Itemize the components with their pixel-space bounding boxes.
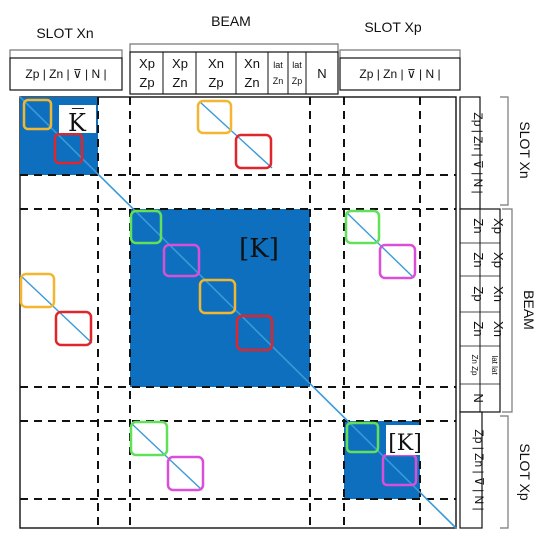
right-beam-row-3-inner: Zp [471, 286, 486, 301]
coupling-diagonal [345, 211, 415, 279]
beam-col-3-top: Xn [208, 56, 224, 71]
beam-col-1-top: Xp [139, 56, 155, 71]
beam-col-6-top: lat [292, 60, 302, 70]
right-header-box-slot-xp [459, 411, 483, 529]
right-beam-row-5-outer: lat lat [490, 355, 499, 375]
right-group-label-beam: BEAM [521, 290, 537, 330]
beam-col-1-bottom: Zp [139, 75, 154, 90]
sub-block-green [345, 421, 380, 454]
right-beam-row-1-inner: Zn [471, 218, 486, 233]
top-header-box-beam [129, 51, 339, 95]
sub-block-magenta [162, 243, 201, 278]
sub-block-magenta [378, 243, 417, 280]
coupling-diagonal [19, 274, 93, 344]
right-beam-row-4-outer: Xn [491, 321, 506, 337]
right-beam-row-3-outer: Xn [491, 286, 506, 302]
sub-block-magenta [166, 455, 205, 492]
beam-col-2-bottom: Zn [172, 75, 187, 90]
sub-block-yellow [198, 278, 237, 315]
block-label-bg [386, 425, 424, 455]
top-bracket-slot-xp [339, 49, 461, 58]
beam-col-7: N [317, 66, 326, 81]
block-label-slot-xn: K̅ [68, 109, 87, 137]
sub-block-green [129, 420, 169, 457]
right-group-label-slot-xn: SLOT Xn [517, 121, 533, 178]
top-header-box-slot-xp [339, 57, 461, 91]
beam-col-6-bottom: Zp [292, 76, 303, 86]
matrix-block-beam [130, 209, 310, 387]
top-group-label-slot-xn: SLOT Xn [36, 25, 93, 41]
top-group-label-beam: BEAM [211, 13, 251, 29]
beam-col-5-bottom: Zn [273, 76, 284, 86]
right-bracket-slot-xp [500, 415, 509, 529]
sub-block-green [344, 209, 381, 245]
beam-column-headers: Xp Zp Xp Zn Xn Zp Xn Zn lat Zn lat Zp N [139, 52, 327, 94]
coupling-diagonal [131, 423, 203, 491]
right-beam-row-5-inner: Zn Zp [470, 355, 479, 376]
beam-col-2-top: Xp [172, 56, 188, 71]
sub-block-red [235, 314, 274, 352]
beam-col-4-bottom: Zn [244, 75, 259, 90]
block-label-bg [59, 105, 96, 133]
right-slot-xp-dof-labels: Zp | Zn | ⊽ | N | [472, 429, 486, 510]
beam-col-4-top: Xn [244, 56, 260, 71]
beam-col-5-top: lat [273, 60, 283, 70]
right-beam-row-2-outer: Xp [491, 252, 506, 268]
top-slot-xn-dof-labels: Zp | Zn | ⊽ | N | [25, 67, 106, 81]
sub-block-yellow [19, 272, 56, 309]
sub-block-red [234, 133, 273, 170]
block-partition-grid [20, 97, 456, 528]
top-bracket-slot-xn [9, 49, 123, 58]
right-bracket-beam [502, 208, 513, 413]
top-header-box-slot-xn [9, 57, 123, 91]
right-beam-row-2-inner: Zn [471, 252, 486, 267]
right-bracket-slot-xn [500, 96, 509, 206]
top-slot-xp-dof-labels: Zp | Zn | ⊽ | N | [359, 67, 440, 81]
right-beam-row-4-inner: Zn [471, 321, 486, 336]
sub-block-red [54, 310, 93, 347]
sub-block-yellow [22, 98, 53, 131]
block-label-beam: [K] [239, 234, 279, 264]
right-beam-row-6-inner: N [471, 393, 486, 402]
right-slot-xn-dof-labels: Zp | Zn | ⊽ | N | [471, 112, 485, 193]
coupling-diagonal [199, 101, 273, 169]
right-beam-row-labels: Zn Xp Zn Xp Zp Xn Zn Xn Zn Zp lat lat N [460, 209, 506, 412]
beam-col-3-bottom: Zp [208, 75, 223, 90]
sub-block-yellow [196, 99, 233, 135]
top-bracket-beam [129, 43, 339, 52]
block-label-slot-xp: [K] [388, 431, 422, 456]
right-beam-row-1-outer: Xp [491, 218, 506, 234]
sub-block-green [129, 209, 163, 245]
sub-block-red [53, 132, 84, 165]
right-group-label-slot-xp: SLOT Xp [517, 443, 533, 501]
top-group-label-slot-xp: SLOT Xp [364, 19, 422, 35]
